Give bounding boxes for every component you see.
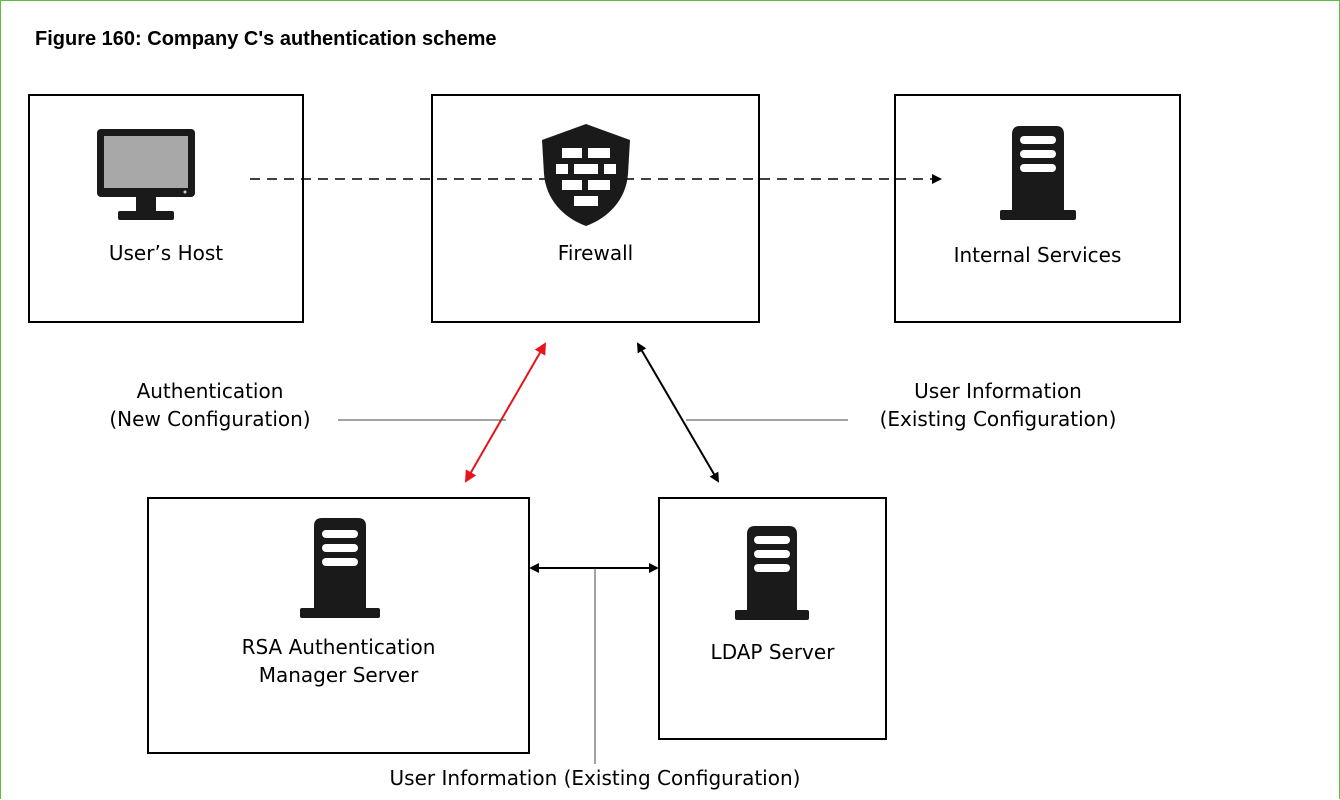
rsa-server-label-line1: RSA Authentication [241,635,436,659]
userinfo-right-annotation-line1: User Information [914,379,1082,403]
firewall-label: Firewall [557,241,634,265]
auth-annotation-line2: (New Configuration) [109,407,311,431]
server-icon [735,526,809,620]
userinfo-bottom-annotation: User Information (Existing Configuration… [389,766,801,790]
userinfo-right-annotation-line2: (Existing Configuration) [879,407,1117,431]
firewall-shield-icon [542,124,630,226]
ldap-server-label: LDAP Server [710,640,835,664]
auth-arrow-red [465,342,546,483]
server-icon [1000,126,1076,220]
figure-title: Figure 160: Company C's authentication s… [35,28,497,50]
auth-annotation-line1: Authentication [136,379,284,403]
internal-services-label: Internal Services [953,243,1122,267]
desktop-monitor-icon [97,129,195,220]
users-host-label: User’s Host [108,241,224,265]
userinfo-arrow-black [636,342,720,483]
rsa-server-label-line2: Manager Server [258,663,419,687]
rsa-server-box [147,497,530,754]
server-icon [300,518,380,618]
